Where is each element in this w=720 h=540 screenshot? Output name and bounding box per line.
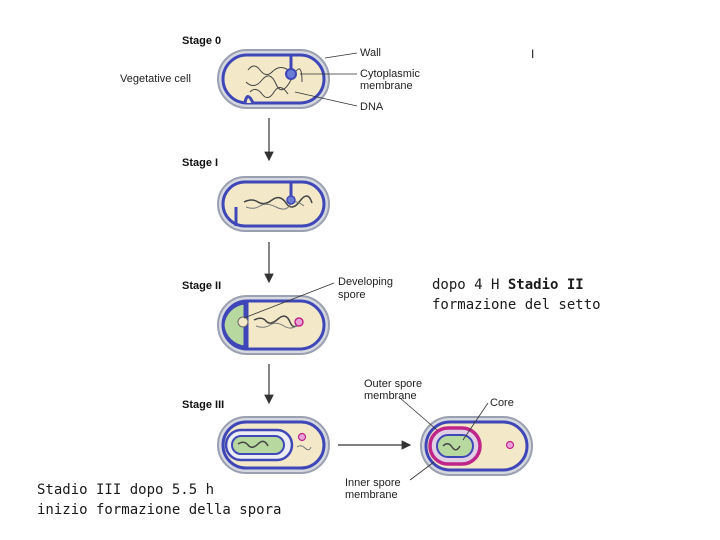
- stage-2-note-prefix: dopo 4 H: [432, 277, 508, 293]
- cytoplasmic-membrane-label-1: Cytoplasmic: [360, 68, 420, 80]
- wall-label: Wall: [360, 47, 381, 59]
- stage-3-note: Stadio III dopo 5.5 h inizio formazione …: [37, 480, 281, 520]
- stage-2-note-bold: Stadio II: [507, 277, 584, 293]
- cell-stage-2: [217, 295, 330, 355]
- outer-spore-membrane-label-1: Outer spore: [364, 378, 423, 390]
- outer-spore-membrane-label-2: membrane: [364, 390, 417, 402]
- inner-spore-membrane-label-2: membrane: [345, 489, 398, 501]
- stage-3-note-line-2: inizio formazione della spora: [37, 502, 282, 518]
- cell-stage-3: [217, 416, 330, 474]
- dna-label: DNA: [360, 101, 384, 113]
- stage-2-note: dopo 4 H Stadio II formazione del setto: [432, 275, 601, 315]
- developing-spore-label-2: spore: [338, 289, 366, 301]
- leaders-spore: [399, 397, 489, 481]
- cell-stage-0: [217, 49, 330, 109]
- vegetative-cell-label: Vegetative cell: [120, 73, 191, 85]
- stage-2-note-line-1: dopo 4 H Stadio II: [432, 275, 601, 295]
- stage-3-title: Stage III: [182, 399, 225, 411]
- stage-2-note-line-2: formazione del setto: [432, 297, 601, 313]
- inner-spore-membrane-label-1: Inner spore: [345, 477, 401, 489]
- leaders-stage-0: [294, 52, 358, 107]
- leader-developing-spore: [243, 282, 335, 319]
- core-label: Core: [490, 397, 514, 409]
- stage-0-title: Stage 0: [182, 35, 222, 47]
- developing-spore-label-1: Developing: [338, 276, 394, 288]
- spore-cell: [420, 416, 533, 476]
- cytoplasmic-membrane-label-2: membrane: [360, 80, 413, 92]
- stage-3-note-line-1: Stadio III dopo 5.5 h: [37, 482, 215, 498]
- stage-2-title: Stage II: [182, 280, 222, 292]
- stage-1-title: Stage I: [182, 157, 219, 169]
- cell-stage-1: [217, 176, 330, 232]
- stray-mark: I: [531, 47, 535, 61]
